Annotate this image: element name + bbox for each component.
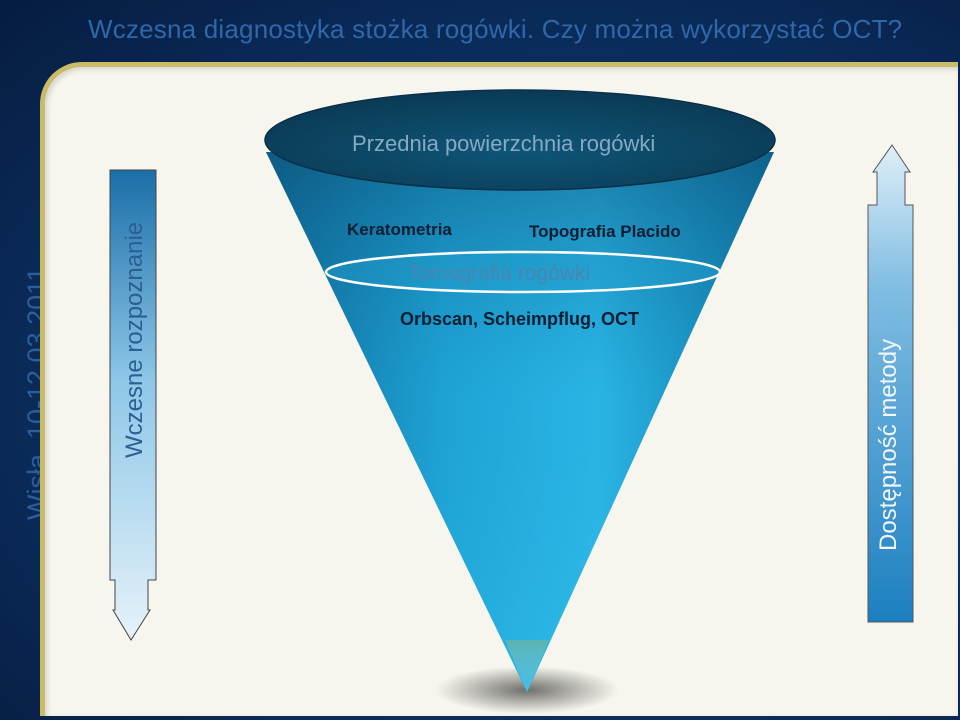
funnel-top-label: Przednia powierzchnia rogówki	[352, 131, 656, 156]
tomography-label: Tomografia rogówki	[408, 262, 591, 285]
placido-topography-label: Topografia Placido	[529, 222, 681, 241]
tomography-ellipse	[324, 250, 722, 294]
methods-label: Orbscan, Scheimpflug, OCT	[400, 309, 640, 329]
left-down-arrow	[109, 169, 157, 641]
funnel-top-ellipse	[265, 90, 775, 190]
right-arrow-label: Dostępność metody	[875, 338, 902, 551]
keratometry-label: Keratometria	[347, 220, 452, 239]
slide-title: Wczesna diagnostyka stożka rogówki. Czy …	[88, 14, 903, 44]
left-arrow-label: Wczesne rozpoznanie	[121, 221, 148, 458]
right-up-arrow	[867, 144, 914, 623]
